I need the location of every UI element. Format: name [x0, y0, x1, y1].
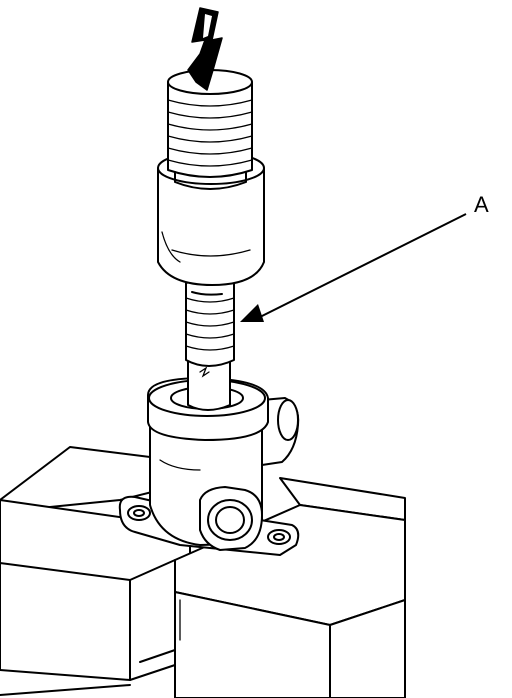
callout-a: A [240, 192, 489, 322]
callout-arrowhead [240, 304, 264, 322]
down-arrow-icon [187, 7, 223, 91]
seal-driver [185, 278, 235, 411]
callout-label-a: A [474, 192, 489, 217]
press-ram [167, 69, 253, 190]
